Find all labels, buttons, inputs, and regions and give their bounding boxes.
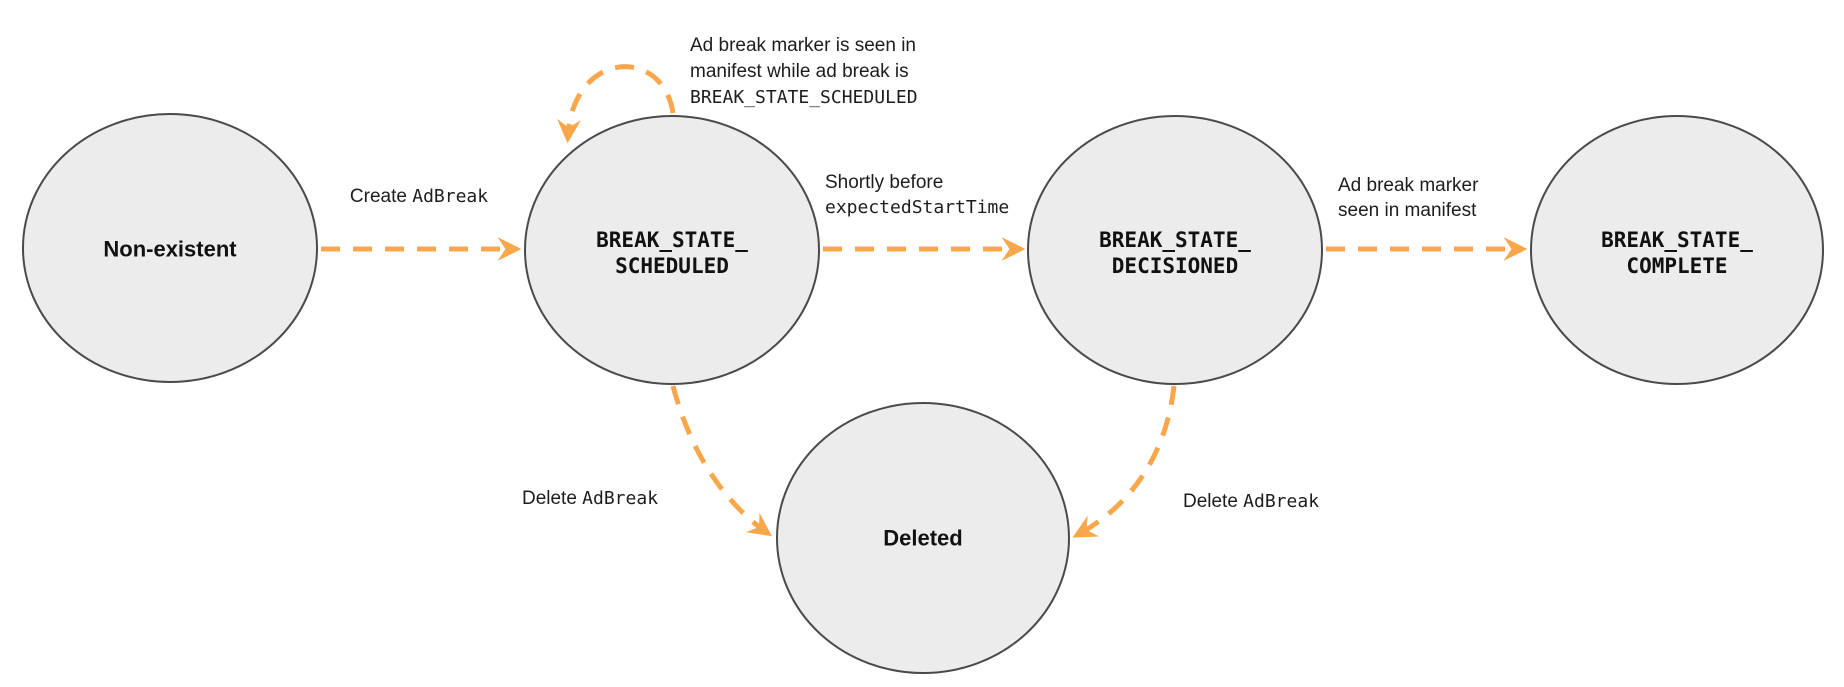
state-label-complete-line2: COMPLETE [1626, 254, 1728, 278]
transition-label-marker-seen: Ad break marker seen in manifest [1338, 173, 1478, 223]
state-label-non-existent: Non-existent [103, 236, 237, 262]
state-label-scheduled-line2: SCHEDULED [615, 254, 729, 278]
transition-label-delete-left-code: AdBreak [582, 488, 659, 509]
state-circle-complete [1530, 115, 1824, 385]
transition-label-delete-right-plain: Delete [1182, 491, 1244, 512]
state-label-complete: BREAK_STATE_ COMPLETE [1601, 227, 1753, 279]
state-label-decisioned: BREAK_STATE_ DECISIONED [1099, 227, 1251, 279]
transition-label-before-start-line1: Shortly before [825, 172, 944, 193]
state-label-deleted: Deleted [883, 525, 963, 551]
transition-label-before-start-line2: expectedStartTime [825, 197, 1010, 218]
transition-label-self-loop-line3: BREAK_STATE_SCHEDULED [690, 87, 918, 108]
transition-label-delete-right: Delete AdBreak [1183, 489, 1319, 515]
arrow-self-loop-scheduled [557, 64, 676, 144]
state-label-complete-line1: BREAK_STATE_ [1601, 228, 1753, 252]
transition-label-before-start: Shortly before expectedStartTime [825, 170, 1009, 220]
state-circle-scheduled [524, 115, 820, 385]
state-label-scheduled-line1: BREAK_STATE_ [596, 228, 748, 252]
transition-label-create-plain: Create [349, 186, 413, 207]
state-circle-non-existent [22, 113, 318, 383]
transition-label-marker-seen-line1: Ad break marker [1338, 175, 1479, 196]
state-label-decisioned-line1: BREAK_STATE_ [1099, 228, 1251, 252]
transition-label-marker-seen-line2: seen in manifest [1338, 200, 1477, 221]
transition-label-self-loop: Ad break marker is seen in manifest whil… [690, 33, 918, 111]
state-circle-decisioned [1027, 115, 1323, 385]
state-label-decisioned-line2: DECISIONED [1111, 254, 1239, 278]
state-label-scheduled: BREAK_STATE_ SCHEDULED [596, 227, 748, 279]
transition-label-self-loop-line1: Ad break marker is seen in [690, 35, 916, 56]
transition-label-delete-left-plain: Delete [521, 488, 583, 509]
arrow-delete-from-decisioned [1072, 385, 1177, 538]
transition-label-create-code: AdBreak [412, 186, 489, 207]
arrow-delete-from-scheduled [670, 385, 773, 537]
transition-label-delete-left: Delete AdBreak [522, 486, 658, 512]
transition-label-self-loop-line2: manifest while ad break is [690, 61, 909, 82]
state-circle-deleted [776, 402, 1070, 674]
transition-label-delete-right-code: AdBreak [1243, 491, 1320, 512]
transition-label-create: Create AdBreak [350, 184, 488, 210]
